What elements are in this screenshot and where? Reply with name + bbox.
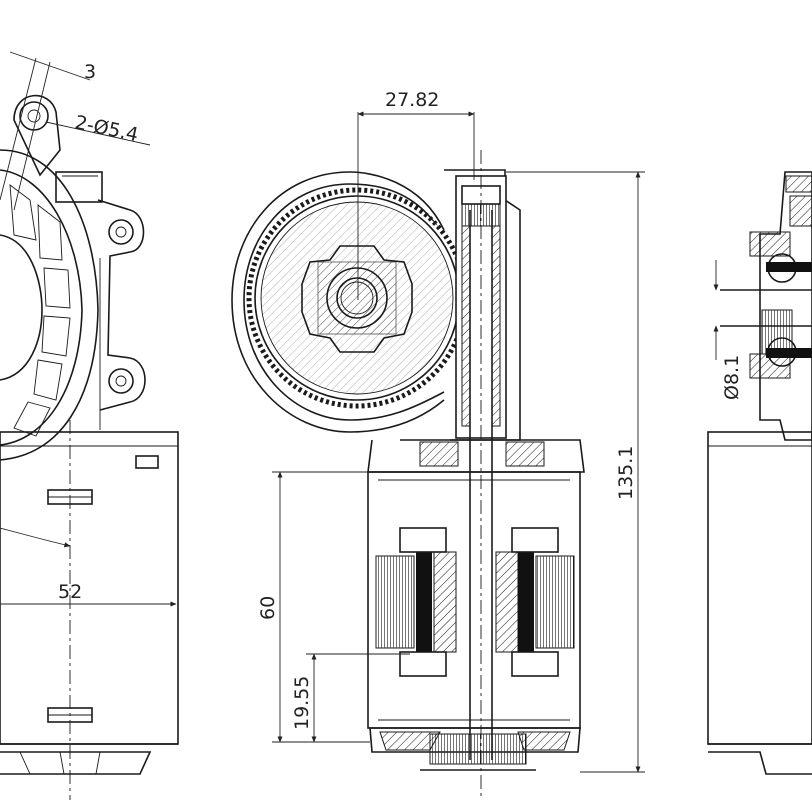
housing-ribs [9, 184, 71, 437]
left-view: 3 2-Ø5.4 52 [0, 51, 179, 800]
dim-hole-label: 2-Ø5.4 [73, 111, 140, 146]
dim-offset-label: 3 [84, 61, 96, 83]
dim-bearing-label: Ø8.1 [721, 355, 743, 400]
right-view: Ø8.1 [707, 171, 812, 775]
dim-motor-height-label: 60 [257, 596, 279, 620]
dim-lower-height-label: 19.55 [291, 676, 313, 730]
dim-width-label: 52 [58, 581, 82, 603]
dim-gear-offset-label: 27.82 [385, 89, 439, 111]
center-view: 27.82 135.1 60 19.55 [231, 89, 645, 800]
dim-total-height-label: 135.1 [615, 446, 637, 500]
